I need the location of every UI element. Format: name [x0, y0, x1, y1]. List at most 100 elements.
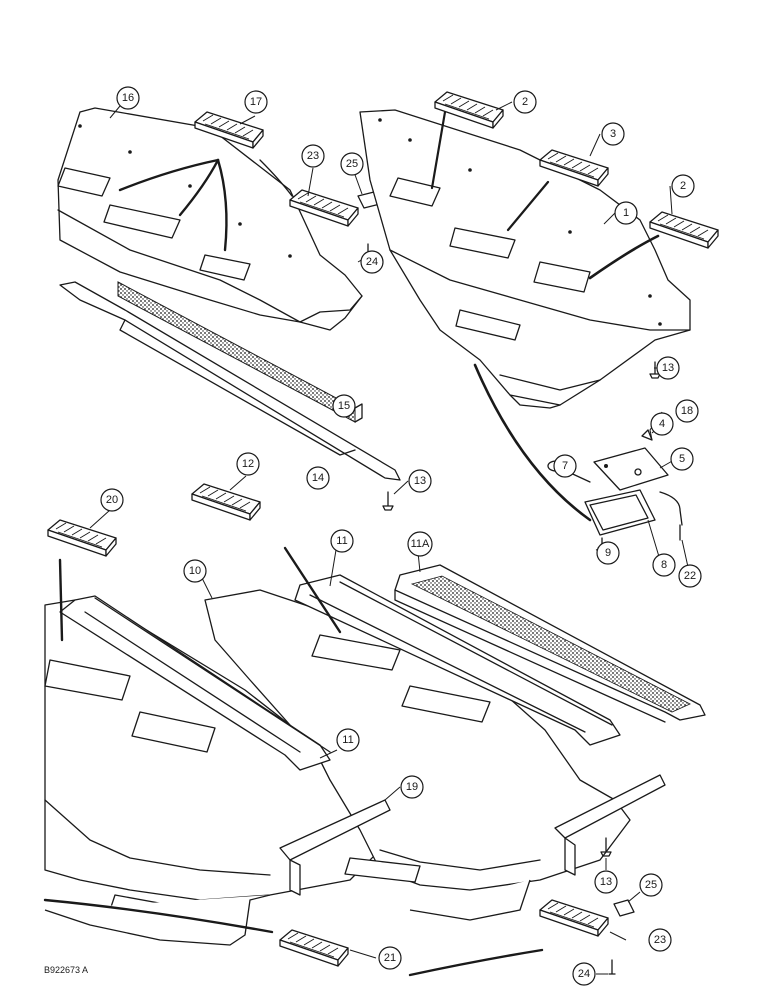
vent-outlet-2-top	[434, 91, 504, 129]
callout-label: 12	[242, 458, 254, 470]
callout-24: 24	[572, 962, 596, 986]
callout-label: 9	[605, 547, 611, 559]
callout-10: 10	[183, 559, 207, 583]
callout-circle	[306, 466, 330, 490]
callout-label: 2	[522, 96, 528, 108]
callout-16: 16	[116, 86, 140, 110]
callout-circle	[400, 775, 424, 799]
air-flow-arrows-bottom	[43, 546, 544, 977]
callout-circle	[652, 553, 676, 577]
figure-reference: B922673 A	[44, 965, 88, 975]
screw-13-bottom	[600, 837, 612, 857]
callout-8: 8	[652, 553, 676, 577]
callout-label: 18	[681, 405, 693, 417]
air-flow-arrows-right	[430, 110, 660, 522]
callout-1: 1	[614, 201, 638, 225]
callout-label: 24	[366, 256, 378, 268]
callout-label: 19	[406, 781, 418, 793]
callout-circle	[407, 531, 433, 557]
callout-label: 13	[662, 362, 674, 374]
callout-15: 15	[332, 394, 356, 418]
duct-channel-11-mid	[294, 574, 621, 746]
callout-circle	[116, 86, 140, 110]
callout-21: 21	[378, 946, 402, 970]
callout-label: 25	[346, 158, 358, 170]
callout-circle	[639, 873, 663, 897]
callout-5: 5	[670, 447, 694, 471]
callout-label: 16	[122, 92, 134, 104]
callout-circle	[236, 452, 260, 476]
callout-22: 22	[678, 564, 702, 588]
callout-circle	[601, 122, 625, 146]
callout-label: 4	[659, 418, 665, 430]
screw-13-left	[382, 491, 394, 511]
duct-channel-11-left	[59, 595, 331, 771]
callout-label: 8	[661, 559, 667, 571]
callout-11: 11	[330, 529, 354, 553]
callout-17: 17	[244, 90, 268, 114]
callout-circle	[650, 412, 674, 436]
callout-13: 13	[408, 469, 432, 493]
callout-circle	[671, 174, 695, 198]
callout-label: 13	[414, 475, 426, 487]
callout-circle	[670, 447, 694, 471]
callout-circle	[332, 394, 356, 418]
callout-20: 20	[100, 488, 124, 512]
callout-3: 3	[601, 122, 625, 146]
callout-circle	[553, 454, 577, 478]
callout-label: 5	[679, 453, 685, 465]
screw-24-bottom	[608, 959, 616, 975]
callout-circle	[596, 541, 620, 565]
callout-circle	[378, 946, 402, 970]
callout-circle	[301, 144, 325, 168]
callout-circle	[656, 356, 680, 380]
callout-label: 10	[189, 565, 201, 577]
callout-label: 11A	[411, 538, 430, 550]
callout-13: 13	[656, 356, 680, 380]
headliner-panel-left	[57, 107, 363, 331]
bracket-right	[554, 774, 666, 876]
callout-circle	[183, 559, 207, 583]
callout-11a: 11A	[407, 531, 433, 557]
callout-circle	[340, 152, 364, 176]
lower-cowl	[44, 879, 531, 946]
vent-outlet-23-bottom	[539, 899, 609, 937]
callout-18: 18	[675, 399, 699, 423]
callout-label: 20	[106, 494, 118, 506]
callout-label: 25	[645, 879, 657, 891]
callout-label: 1	[623, 207, 629, 219]
bracket-19	[279, 799, 391, 896]
callout-circle	[408, 469, 432, 493]
callout-circle	[614, 201, 638, 225]
callout-circle	[572, 962, 596, 986]
callout-label: 23	[307, 150, 319, 162]
callout-circle	[513, 90, 537, 114]
callout-9: 9	[596, 541, 620, 565]
vent-outlet-20	[47, 519, 117, 557]
callout-circle	[100, 488, 124, 512]
callout-label: 2	[680, 180, 686, 192]
headliner-panel-right	[359, 109, 691, 409]
callout-2: 2	[513, 90, 537, 114]
callout-circle	[675, 399, 699, 423]
callout-label: 14	[312, 472, 324, 484]
callout-circle	[360, 250, 384, 274]
air-flow-arrows-left	[118, 158, 293, 252]
vent-outlet-21	[279, 929, 349, 967]
callout-label: 11	[342, 734, 353, 746]
callout-label: 21	[384, 952, 396, 964]
callout-circle	[244, 90, 268, 114]
callout-label: 3	[610, 128, 616, 140]
callout-circle	[678, 564, 702, 588]
callout-circle	[648, 928, 672, 952]
callout-label: 13	[600, 876, 612, 888]
callout-circle	[594, 870, 618, 894]
callout-circle	[330, 529, 354, 553]
duct-channel-11A	[394, 564, 706, 723]
clip-25-bottom	[613, 899, 635, 917]
callout-label: 15	[338, 400, 350, 412]
dome-light-assembly	[547, 429, 683, 549]
callout-11: 11	[336, 728, 360, 752]
